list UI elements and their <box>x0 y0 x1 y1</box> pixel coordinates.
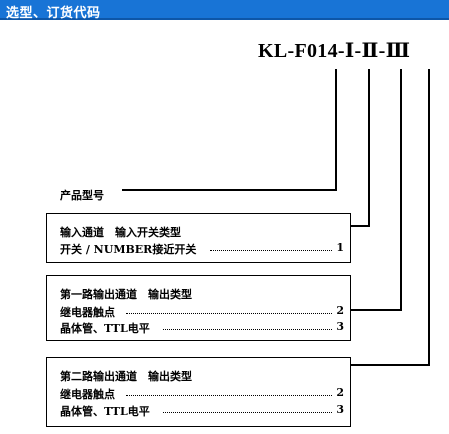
leader-dots <box>210 241 332 251</box>
connector-segment-3 <box>351 69 430 366</box>
code-segment-2: Ⅱ <box>361 40 379 62</box>
section-header: 选型、订货代码 <box>0 0 449 21</box>
code-dash-2: - <box>378 40 386 62</box>
output-channel-1-heading: 第一路输出通道 输出类型 <box>60 288 192 301</box>
option-number: 1 <box>336 241 344 254</box>
input-channel-heading: 输入通道 输入开关类型 <box>60 226 181 239</box>
leader-dots <box>163 403 332 413</box>
output-channel-1-box: 第一路输出通道 输出类型 继电器触点 2 晶体管、TTL电平 3 <box>46 275 351 341</box>
option-label: 继电器触点 <box>60 306 115 319</box>
option-label: 继电器触点 <box>60 388 115 401</box>
code-prefix: KL-F014- <box>258 40 345 62</box>
option-number: 2 <box>336 304 344 317</box>
code-segment-3: Ⅲ <box>385 40 411 62</box>
option-number: 3 <box>336 403 344 416</box>
output-channel-2-heading: 第二路输出通道 输出类型 <box>60 370 192 383</box>
connector-segment-1 <box>351 69 370 227</box>
order-code: KL-F014-Ⅰ-Ⅱ-Ⅲ <box>258 38 410 63</box>
code-segment-1: Ⅰ <box>344 40 355 62</box>
leader-dots <box>163 320 332 330</box>
input-channel-box: 输入通道 输入开关类型 开关 / NUMBER接近开关 1 <box>46 213 351 263</box>
section-title: 选型、订货代码 <box>6 6 101 21</box>
option-label: 开关 / NUMBER接近开关 <box>60 243 197 256</box>
code-dash-1: - <box>354 40 362 62</box>
output-channel-2-box: 第二路输出通道 输出类型 继电器触点 2 晶体管、TTL电平 3 <box>46 357 351 427</box>
leader-dots <box>126 386 332 396</box>
connector-model <box>122 69 337 191</box>
model-label: 产品型号 <box>60 189 104 202</box>
option-label: 晶体管、TTL电平 <box>60 405 150 418</box>
option-label: 晶体管、TTL电平 <box>60 322 150 335</box>
option-number: 3 <box>336 320 344 333</box>
connector-segment-2 <box>351 69 402 311</box>
leader-dots <box>126 304 332 314</box>
option-number: 2 <box>336 386 344 399</box>
